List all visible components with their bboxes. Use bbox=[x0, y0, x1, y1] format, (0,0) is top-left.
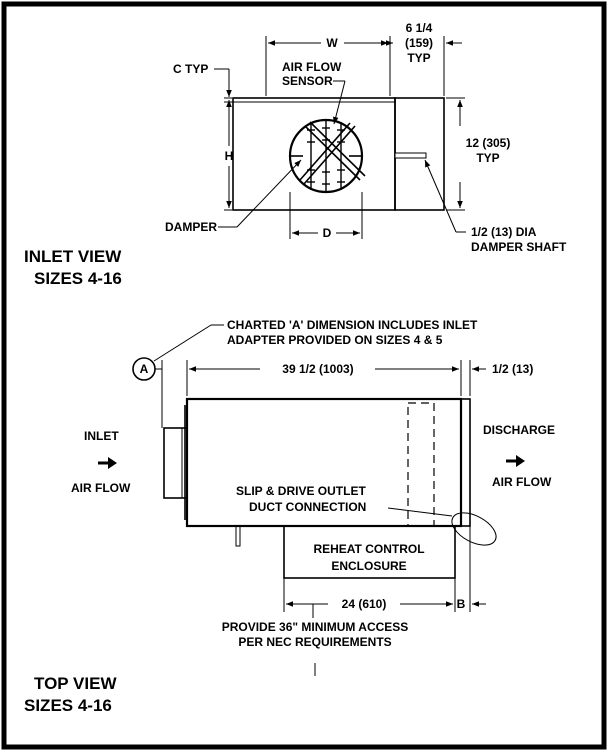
reheat-enclosure bbox=[283, 525, 456, 579]
inlet-airflow-label: AIR FLOW bbox=[71, 481, 131, 495]
b-label: B bbox=[457, 597, 466, 611]
d-label: D bbox=[323, 226, 332, 240]
reheat-line2: ENCLOSURE bbox=[331, 559, 406, 573]
reheat-line1: REHEAT CONTROL bbox=[313, 542, 424, 556]
inlet-view: W 6 1/4 (159) TYP C TYP AIR FLOW SENSOR … bbox=[24, 21, 567, 288]
top-view: CHARTED 'A' DIMENSION INCLUDES INLET ADA… bbox=[24, 318, 555, 715]
adapter-note-line2: ADAPTER PROVIDED ON SIZES 4 & 5 bbox=[227, 333, 443, 347]
half-dim: 1/2 (13) bbox=[492, 362, 533, 376]
outlet-callout-oval bbox=[451, 512, 497, 546]
top-view-title-line2: SIZES 4-16 bbox=[24, 696, 112, 715]
inlet-view-title-line1: INLET VIEW bbox=[24, 247, 122, 266]
top-view-title-line1: TOP VIEW bbox=[34, 674, 117, 693]
height-dim-line1: 12 (305) bbox=[466, 136, 511, 150]
inlet-flow-arrow bbox=[98, 457, 117, 469]
dim-24: 24 (610) bbox=[342, 597, 387, 611]
length-dim: 39 1/2 (1003) bbox=[282, 362, 353, 376]
airflow-sensor-cross bbox=[299, 121, 366, 185]
pipe-stub bbox=[235, 525, 241, 547]
inlet-view-title-line2: SIZES 4-16 bbox=[34, 269, 122, 288]
width-dim-line1: 6 1/4 bbox=[406, 21, 433, 35]
access-line1: PROVIDE 36" MINIMUM ACCESS bbox=[222, 620, 409, 634]
sensor-label-line1: AIR FLOW bbox=[282, 60, 342, 74]
outlet-flange bbox=[460, 398, 471, 527]
heater-outline bbox=[407, 402, 435, 527]
h-label: H bbox=[225, 149, 234, 163]
inlet-collar bbox=[163, 427, 188, 499]
c-typ-label: C TYP bbox=[173, 62, 208, 76]
sensor-label-line2: SENSOR bbox=[282, 74, 333, 88]
width-dim-line2: (159) bbox=[405, 36, 433, 50]
width-dim-line3: TYP bbox=[407, 51, 430, 65]
damper-label: DAMPER bbox=[165, 220, 217, 234]
slip-drive-line2: DUCT CONNECTION bbox=[249, 500, 366, 514]
a-label: A bbox=[140, 362, 149, 376]
discharge-airflow-label: AIR FLOW bbox=[492, 475, 552, 489]
shaft-label-line1: 1/2 (13) DIA bbox=[471, 225, 537, 239]
w-label: W bbox=[326, 36, 338, 50]
height-dim-line2: TYP bbox=[476, 151, 499, 165]
adapter-note-line1: CHARTED 'A' DIMENSION INCLUDES INLET bbox=[227, 318, 478, 332]
discharge-flow-arrow bbox=[506, 455, 525, 467]
discharge-label: DISCHARGE bbox=[483, 423, 555, 437]
damper-shaft bbox=[394, 152, 427, 159]
shaft-label-line2: DAMPER SHAFT bbox=[471, 240, 567, 254]
inlet-label: INLET bbox=[84, 429, 119, 443]
sensor-pickups bbox=[307, 120, 345, 192]
slip-drive-line1: SLIP & DRIVE OUTLET bbox=[236, 484, 366, 498]
inlet-body-outline bbox=[232, 97, 396, 211]
access-line2: PER NEC REQUIREMENTS bbox=[238, 635, 391, 649]
